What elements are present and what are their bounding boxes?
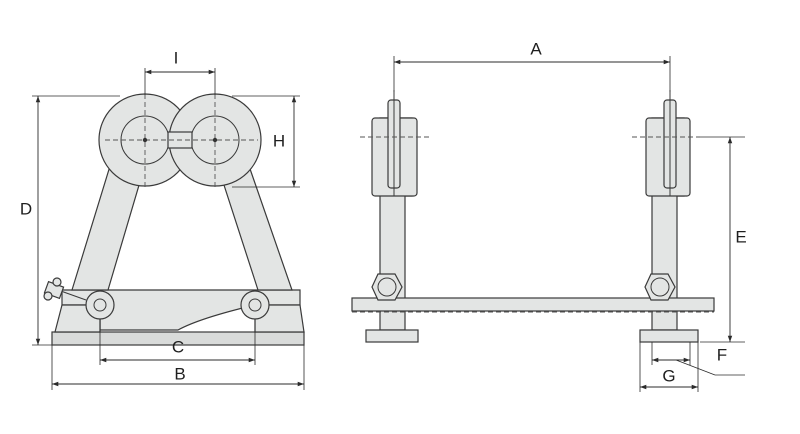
left-pivot-hole: [93, 298, 107, 312]
label-H: H: [273, 132, 285, 151]
right-hex-nut: [644, 273, 676, 301]
front-view: [351, 90, 715, 343]
left-hex-nut: [371, 273, 403, 301]
right-pivot: [240, 290, 270, 320]
label-I: I: [174, 49, 179, 68]
right-nut-bore: [650, 277, 670, 297]
label-G: G: [662, 367, 675, 386]
label-D: D: [20, 200, 32, 219]
left-foot-plate: [365, 329, 419, 343]
base-bar: [351, 297, 715, 312]
label-C: C: [172, 338, 184, 357]
left-pivot: [85, 290, 115, 320]
label-B: B: [174, 365, 185, 384]
right-foot-plate: [639, 329, 699, 343]
right-pivot-hole: [248, 298, 262, 312]
right-roller-center: [212, 137, 218, 143]
clamp-knob: [43, 277, 87, 301]
label-E: E: [735, 228, 746, 247]
dimensions: [32, 56, 745, 392]
label-A: A: [530, 40, 542, 59]
dimension-labels: A B C D E F G H I: [20, 40, 747, 386]
left-roller-center: [142, 137, 148, 143]
base-plate: [51, 331, 305, 346]
left-nut-bore: [377, 277, 397, 297]
label-F: F: [717, 346, 727, 365]
side-view: [43, 93, 305, 346]
leader-F: [675, 359, 716, 376]
